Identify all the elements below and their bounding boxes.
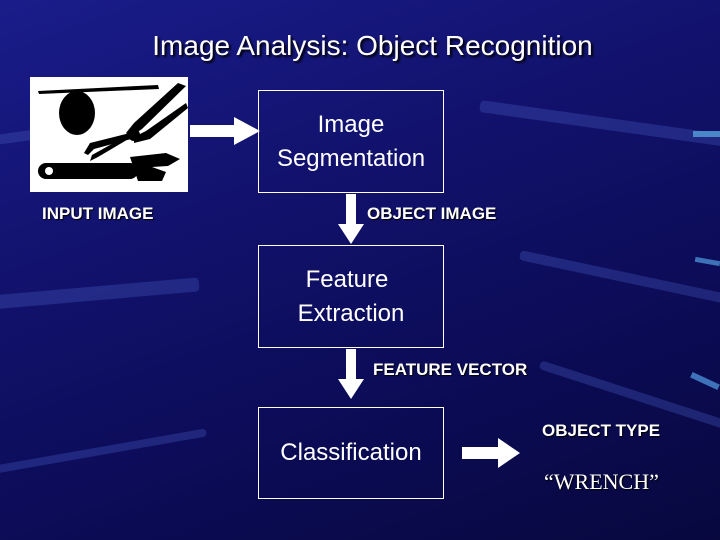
feature-extraction-box: Feature Extraction: [258, 245, 444, 348]
feature-extraction-label-line2: Extraction: [297, 299, 405, 327]
arrow-right-icon: [462, 438, 520, 468]
background-streak: [0, 428, 208, 478]
tools-illustration: [38, 83, 188, 181]
arrow-down-icon: [338, 349, 364, 399]
input-image: [30, 77, 188, 192]
arrow-right-icon: [190, 117, 260, 145]
result-value: “WRENCH”: [544, 469, 659, 494]
edge-highlight: [694, 256, 720, 267]
feature-vector-label: FEATURE VECTOR: [373, 360, 528, 379]
segmentation-box: Image Segmentation: [258, 90, 444, 193]
classification-box: Classification: [258, 407, 444, 499]
wrench-shape: [38, 153, 180, 181]
background-streak: [518, 250, 720, 306]
disc-shape: [59, 91, 95, 135]
pliers-shape: [84, 83, 188, 161]
feature-extraction-label-line1: Feature: [305, 265, 389, 293]
input-image-label: INPUT IMAGE: [42, 204, 154, 223]
segmentation-label-line2: Segmentation: [276, 144, 426, 172]
background-streak: [0, 277, 200, 314]
object-type-label: OBJECT TYPE: [542, 421, 661, 440]
arrow-down-icon: [338, 194, 364, 244]
segmentation-label-line1: Image: [317, 110, 385, 138]
slide-title: Image Analysis: Object Recognition: [152, 30, 593, 61]
background-streak: [479, 100, 720, 149]
edge-highlight: [690, 371, 720, 391]
object-image-label: OBJECT IMAGE: [367, 204, 497, 223]
edge-highlight: [693, 131, 720, 137]
classification-label: Classification: [280, 439, 422, 466]
